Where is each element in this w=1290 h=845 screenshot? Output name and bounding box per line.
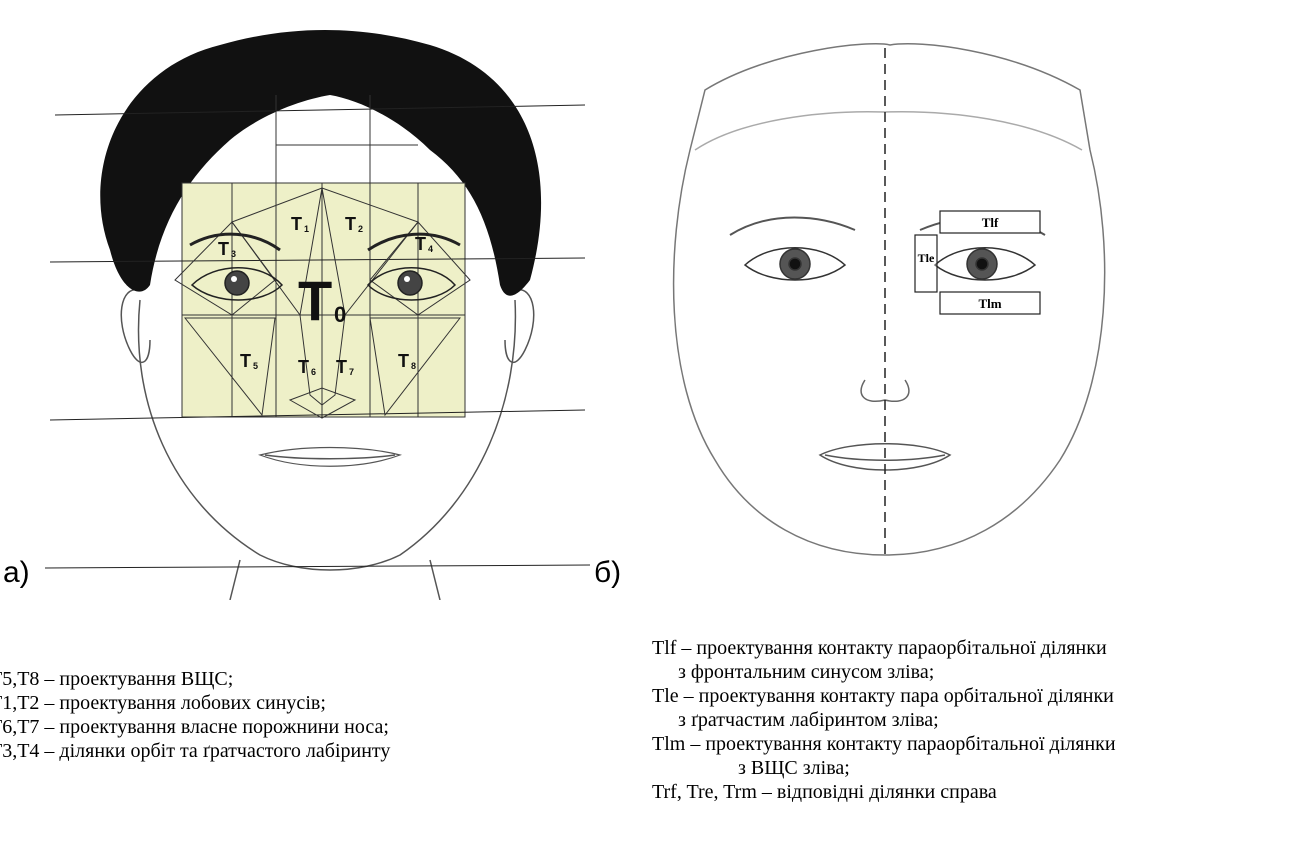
legend-a-item: T6,T7 – проектування власне порожнини но… <box>0 715 390 739</box>
svg-text:Tlf: Tlf <box>982 215 999 230</box>
zone-t5-sub: 5 <box>253 361 258 371</box>
zone-t1-sub: 1 <box>304 224 309 234</box>
legend-a: T5,T8 – проектування ВЩС; T1,T2 – проект… <box>0 667 390 763</box>
legend-a-item: T3,T4 – ділянки орбіт та ґратчастого лаб… <box>0 739 390 763</box>
face-projection-diagram: Tlf Tle Tlm <box>620 0 1290 600</box>
zone-t6-sub: 6 <box>311 367 316 377</box>
zone-t3-sub: 3 <box>231 249 236 259</box>
zone-t5: T <box>240 351 251 371</box>
legend-a-item: T5,T8 – проектування ВЩС; <box>0 667 390 691</box>
zone-t3: T <box>218 239 229 259</box>
legend-b-item: з ВЩС зліва; <box>652 756 1116 780</box>
tle-box: Tle <box>915 235 937 292</box>
legend-b-item: Tlf – проектування контакту параорбіталь… <box>652 636 1116 660</box>
zone-t7-sub: 7 <box>349 367 354 377</box>
zone-t8-sub: 8 <box>411 361 416 371</box>
tlm-box: Tlm <box>940 292 1040 314</box>
zone-t1: T <box>291 214 302 234</box>
svg-text:Tlm: Tlm <box>978 296 1001 311</box>
zone-t8: T <box>398 351 409 371</box>
legend-b-item: з ґратчастим лабіринтом зліва; <box>652 708 1116 732</box>
zone-t4: T <box>415 234 426 254</box>
zone-t0: T <box>298 269 332 332</box>
legend-a-item: T1,T2 – проектування лобових синусів; <box>0 691 390 715</box>
panel-a-label: а) <box>3 556 30 590</box>
svg-text:Tle: Tle <box>918 251 935 265</box>
legend-b-item: Trf, Tre, Trm – відповідні ділянки справ… <box>652 780 1116 804</box>
eyes-b <box>745 248 1035 280</box>
panel-b-label: б) <box>594 556 621 590</box>
zone-t2: T <box>345 214 356 234</box>
legend-b-item: Tlm – проектування контакту параорбіталь… <box>652 732 1116 756</box>
legend-b-item: з фронтальним синусом зліва; <box>652 660 1116 684</box>
face-grid-diagram: T 0 T 1 T 2 T 3 T 4 T 5 T 6 T 7 T 8 <box>0 0 620 600</box>
tlf-box: Tlf <box>940 211 1040 233</box>
zone-t0-sub: 0 <box>334 302 346 327</box>
zone-t6: T <box>298 357 309 377</box>
legend-b: Tlf – проектування контакту параорбіталь… <box>652 636 1116 804</box>
zone-t2-sub: 2 <box>358 224 363 234</box>
legend-b-item: Tle – проектування контакту пара орбітал… <box>652 684 1116 708</box>
zone-t4-sub: 4 <box>428 244 433 254</box>
zone-t7: T <box>336 357 347 377</box>
